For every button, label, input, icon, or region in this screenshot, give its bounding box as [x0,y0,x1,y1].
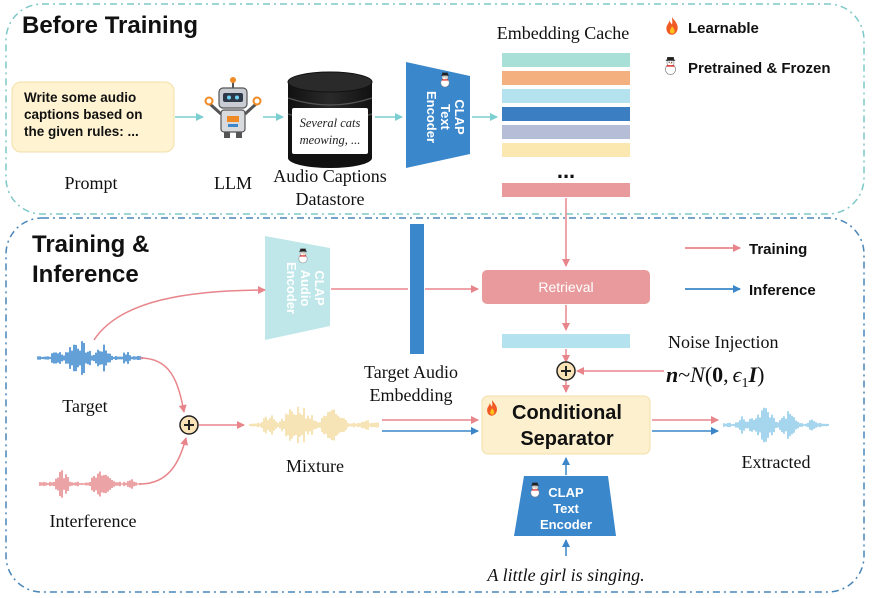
mix-plus-icon [179,415,199,435]
embedding-cache [502,53,630,157]
prompt-label: Prompt [64,173,117,193]
arrow-target-clap-audio [93,286,266,341]
snowman-icon [664,56,677,75]
clap-text-encoder-top [406,62,470,168]
clap-text-top-line1: CLAP [452,99,467,135]
cache-bar [502,89,630,103]
interference-waveform [39,470,141,498]
noise-open: ( [705,362,712,387]
clap-text-top-line3: Encoder [424,91,439,143]
before-training-title: Before Training [22,12,198,39]
clap-audio-line2: Audio [298,270,313,307]
cache-bar [502,71,630,85]
mixture-label: Mixture [286,456,344,476]
clap-text-encoder-bottom [514,476,616,536]
clap-text-bottom-line3: Encoder [540,517,592,532]
prompt-text-line1: Write some audio [24,90,136,105]
prompt-text-line2: captions based on [24,107,143,122]
target-waveform [37,341,143,375]
datastore-cylinder [287,71,373,168]
cache-label: Embedding Cache [497,23,629,43]
target-label: Target [62,396,107,416]
datastore-sample-line2: meowing, ... [300,133,361,147]
conditional-separator-box [481,395,651,455]
retrieved-embedding-bar [502,334,630,348]
noise-I: I [748,362,759,387]
legend-training-label: Training [749,241,807,258]
noise-comma: , [723,362,729,387]
waveform-path [37,341,143,375]
cache-bar [502,53,630,67]
robot-icon [204,77,262,138]
extracted-label: Extracted [742,452,811,472]
prompt-text-line3: the given rules: ... [24,124,139,139]
retrieval-label: Retrieval [538,279,593,295]
waveform-path [249,406,379,444]
llm-label: LLM [214,173,252,193]
noise-formula: n~N(0,ϵ1I) [666,362,764,391]
cache-bar [502,107,630,121]
training-title-line2: Inference [32,261,139,288]
mixture-waveform [249,406,379,444]
clap-text-top-line2: Text [438,104,453,130]
fire-icon [666,17,678,35]
legend-learnable-label: Learnable [688,20,759,37]
cache-ellipsis: ... [557,158,575,183]
noise-n: n [666,362,678,387]
training-title-line1: Training & [32,231,149,258]
target-audio-label-line2: Embedding [370,385,453,405]
training-inference-section [5,217,865,593]
legend-frozen: Pretrained & Frozen [664,56,831,77]
clap-text-bottom-line2: Text [553,501,579,516]
arrow-interference-plus [139,437,189,485]
legend-inference-label: Inference [749,282,816,299]
noise-eps: ϵ [733,362,743,387]
before-training-section [5,3,865,215]
datastore-sample-line1: Several cats [300,116,361,130]
cache-bar [502,125,630,139]
extracted-waveform [723,407,829,443]
cache-bar [502,143,630,157]
waveform-path [39,470,141,498]
noise-label: Noise Injection [668,332,778,352]
cache-bar-retrieved [502,183,630,197]
waveform-path [723,407,829,443]
legend-frozen-label: Pretrained & Frozen [688,60,831,77]
datastore-label-line2: Datastore [296,189,365,209]
arrow-target-plus [139,357,187,413]
noise-zero: 0 [712,362,723,387]
clap-text-bottom-line1: CLAP [548,485,584,500]
noise-close: ) [757,362,764,387]
clap-audio-line1: CLAP [312,270,327,306]
prompt-box [11,81,175,153]
datastore-label-line1: Audio Captions [273,166,387,186]
legend-learnable: Learnable [666,17,759,37]
target-audio-label-line1: Target Audio [364,362,458,382]
noise-N: N [689,362,706,387]
clap-audio-encoder [265,236,330,340]
separator-label-line2: Separator [520,428,614,450]
noise-sub: 1 [742,376,749,391]
separator-label-line1: Conditional [512,402,622,424]
caption-text: A little girl is singing. [486,565,644,585]
noise-tilde: ~ [678,362,690,387]
noise-add-plus-icon [556,361,576,381]
target-audio-embedding-bar [410,224,424,354]
interference-label: Interference [50,511,137,531]
clap-audio-line3: Encoder [284,262,299,314]
retrieval-box [482,270,650,304]
